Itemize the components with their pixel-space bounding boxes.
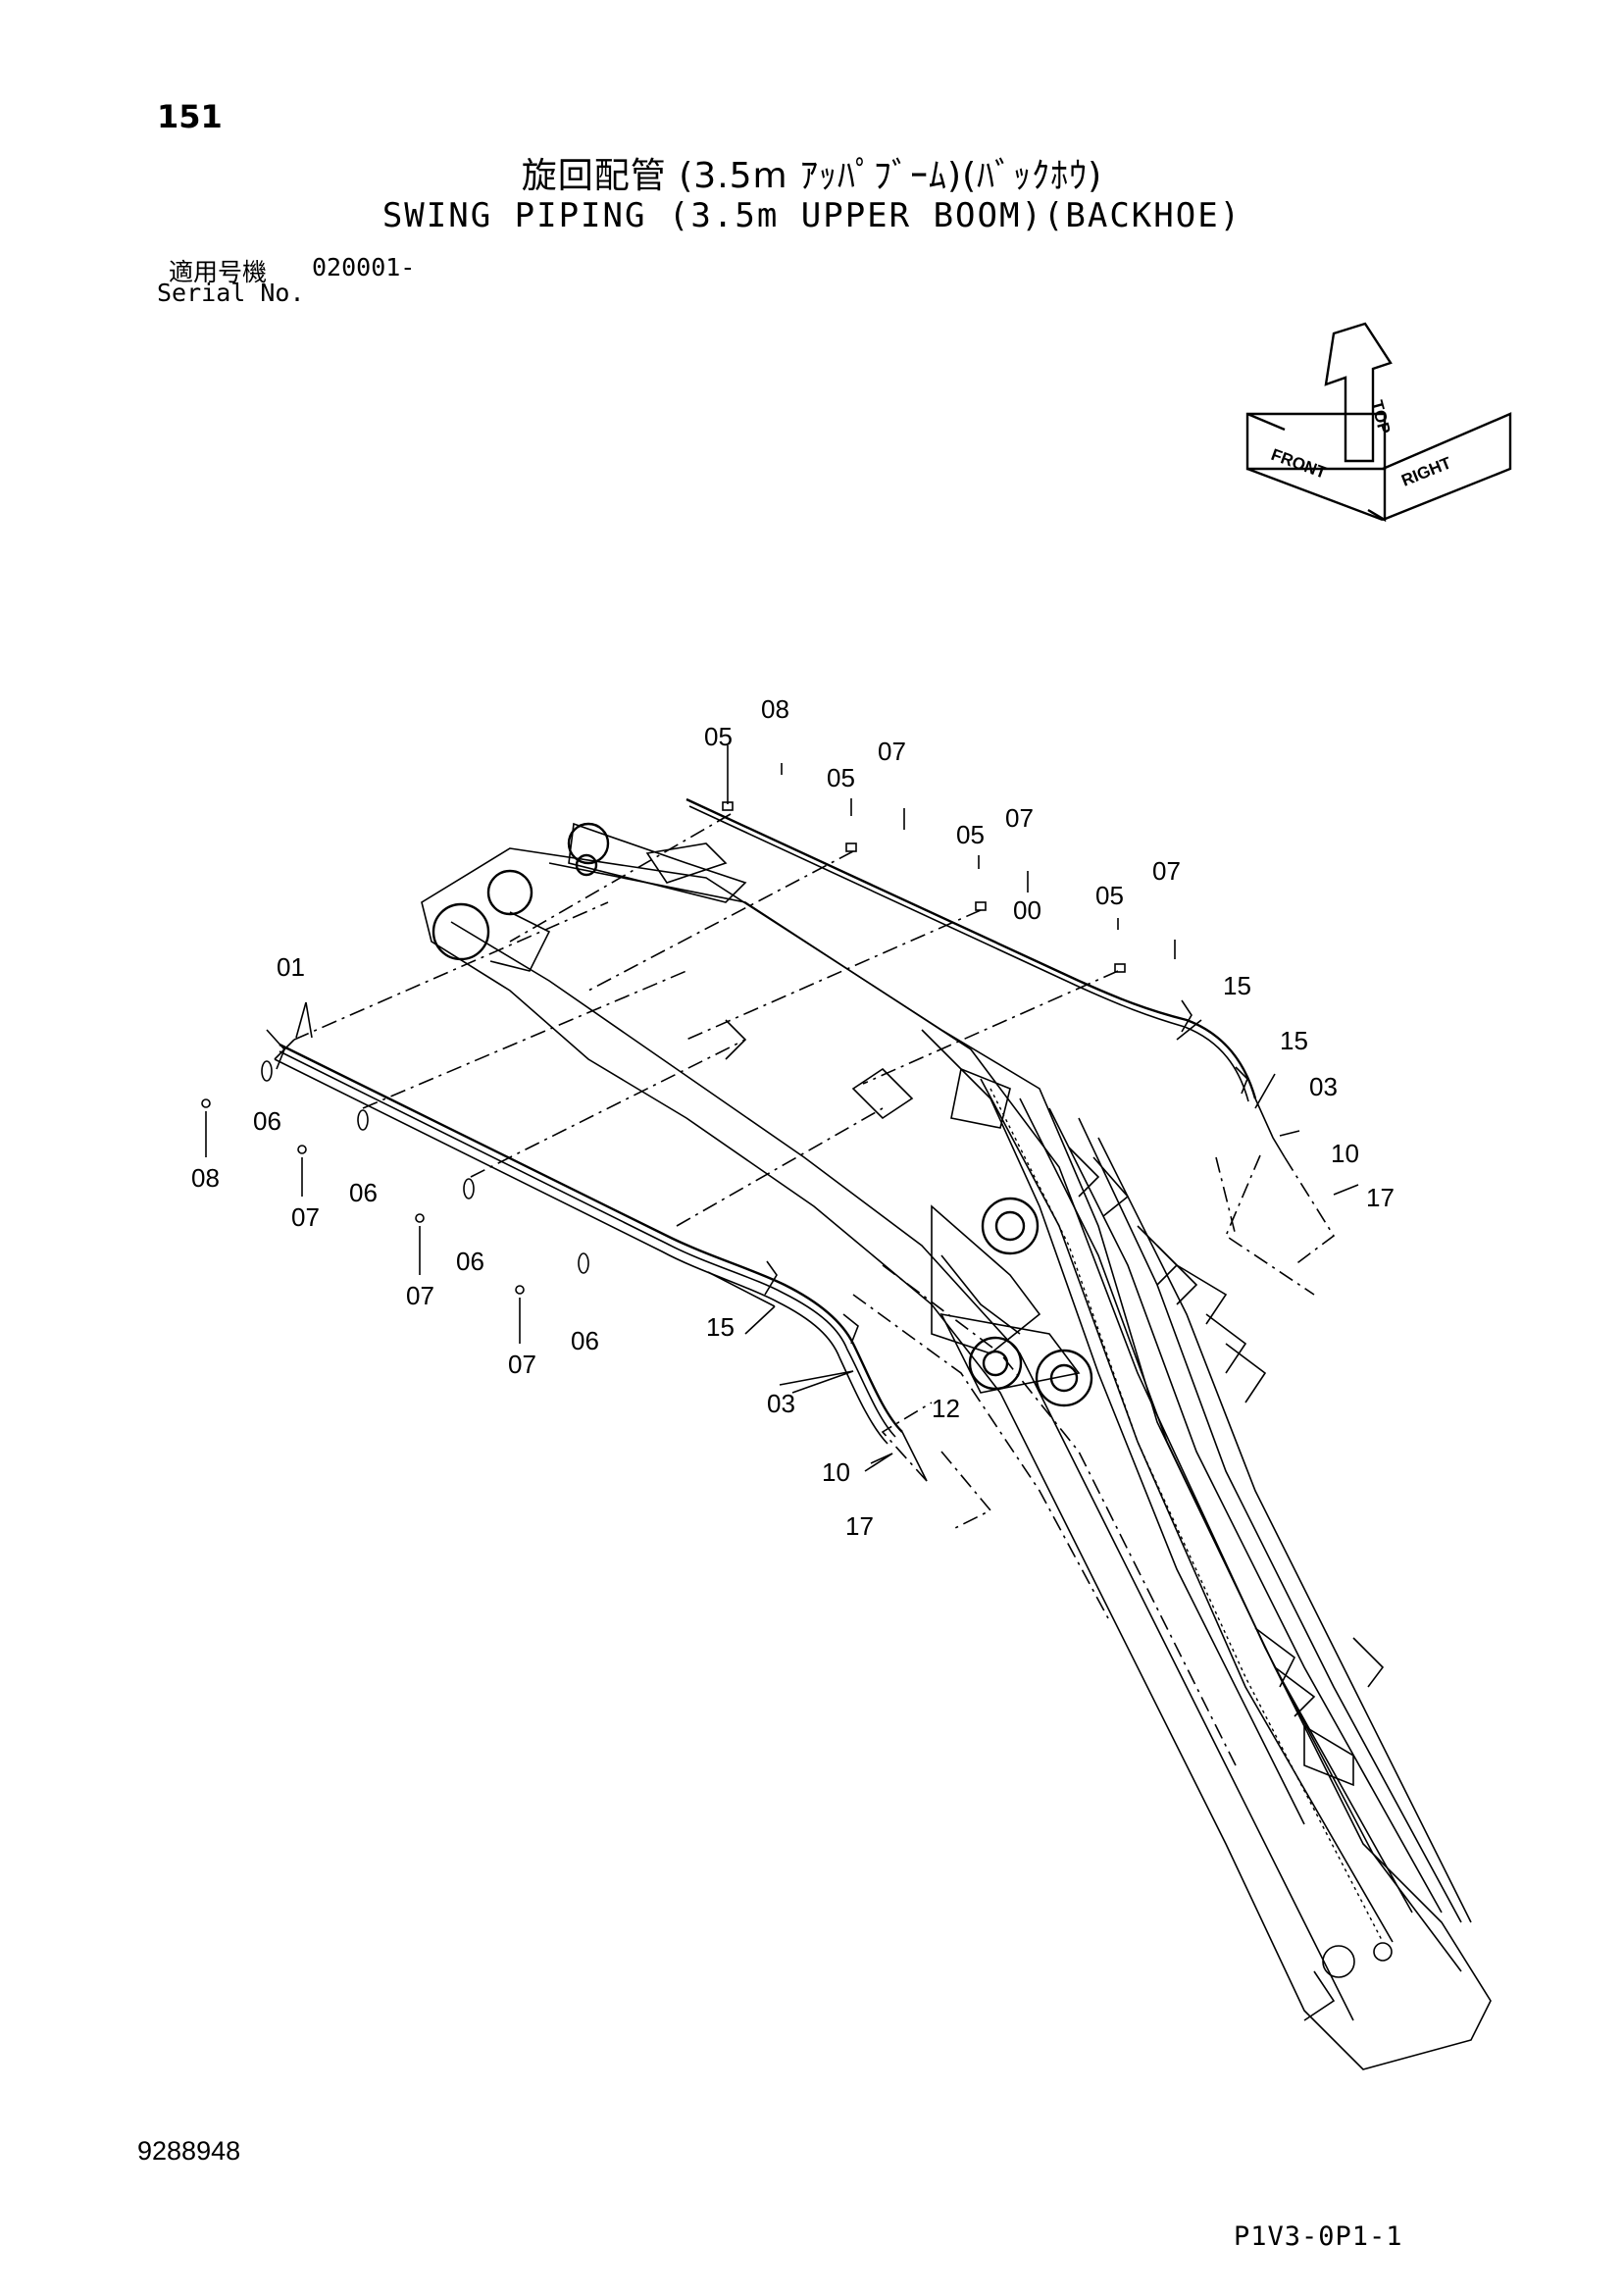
boom-structure: [421, 822, 1492, 2070]
callout-01: 01: [277, 952, 305, 982]
callout-15: 15: [1280, 1026, 1308, 1055]
lower-pipe-assembly: [201, 901, 1336, 1531]
callout-labels: 05 08 07 05 07 05 07 05 00 15 15 03 10 1…: [191, 694, 1395, 1541]
callout-10: 10: [1331, 1139, 1359, 1168]
callout-17: 17: [845, 1511, 874, 1541]
orientation-top-label: TOP: [1367, 398, 1394, 435]
serial-value: 020001-: [312, 253, 416, 281]
page-number: 151: [157, 98, 223, 135]
callout-06: 06: [349, 1178, 378, 1207]
callout-00: 00: [1013, 895, 1041, 925]
callout-17: 17: [1366, 1183, 1395, 1212]
callout-07: 07: [1152, 856, 1181, 886]
callout-07: 07: [291, 1202, 320, 1232]
callout-10: 10: [822, 1457, 850, 1487]
title-japanese: 旋回配管 (3.5m ｱｯﾊﾟﾌﾞｰﾑ)(ﾊﾞｯｸﾎｳ): [521, 156, 1103, 196]
callout-07: 07: [508, 1350, 536, 1379]
title-english: SWING PIPING (3.5m UPPER BOOM)(BACKHOE): [381, 196, 1243, 235]
callout-12: 12: [932, 1394, 960, 1423]
upper-pipe-assembly: [509, 745, 1315, 1296]
callout-03: 03: [767, 1389, 795, 1418]
serial-label-japanese: 適用号機: [169, 258, 268, 286]
callout-05: 05: [704, 722, 733, 751]
callout-07: 07: [406, 1281, 434, 1310]
serial-label-english: Serial No.: [157, 279, 305, 307]
callout-05: 05: [956, 820, 985, 849]
callout-15: 15: [706, 1312, 735, 1342]
callout-07: 07: [1005, 803, 1034, 833]
callout-07: 07: [878, 737, 906, 766]
callout-06: 06: [571, 1326, 599, 1355]
page-code: P1V3-0P1-1: [1234, 2221, 1403, 2252]
document-number: 9288948: [137, 2136, 241, 2166]
callout-05: 05: [827, 763, 855, 792]
callout-06: 06: [253, 1106, 281, 1136]
callout-08: 08: [191, 1163, 220, 1193]
callout-06: 06: [456, 1247, 484, 1276]
orientation-front-label: FRONT: [1269, 445, 1330, 483]
orientation-indicator: TOP FRONT RIGHT: [1245, 322, 1512, 523]
callout-15: 15: [1223, 971, 1251, 1000]
callout-05: 05: [1095, 881, 1124, 910]
callout-03: 03: [1309, 1072, 1338, 1101]
callout-08: 08: [761, 694, 789, 724]
callout-leaders: [295, 1001, 1359, 1472]
